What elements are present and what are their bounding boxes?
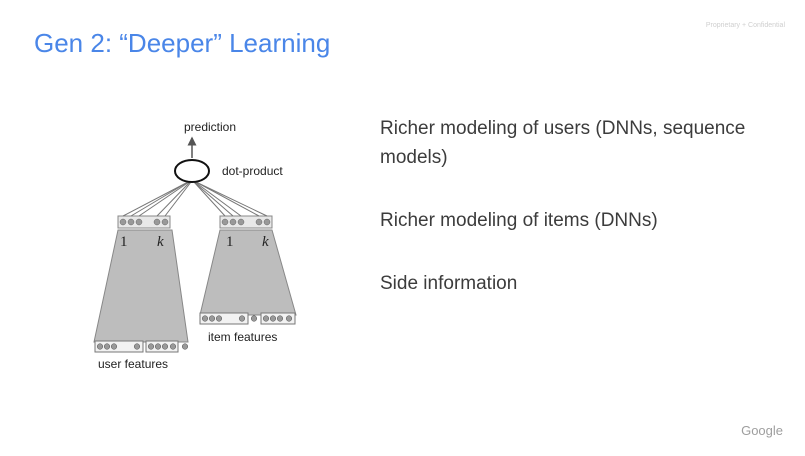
user-tower	[93, 229, 189, 343]
bullet-side-info: Side information	[380, 273, 518, 294]
user-emb-index-end: k	[157, 234, 164, 250]
user-features-label: user features	[98, 357, 168, 371]
slide-title: Gen 2: “Deeper” Learning	[34, 28, 331, 58]
bullet-items: Richer modeling of items (DNNs)	[380, 210, 658, 231]
user-input-features	[94, 340, 189, 353]
item-emb-index-end: k	[262, 234, 269, 250]
item-input-features	[199, 312, 296, 325]
prediction-label: prediction	[184, 120, 236, 134]
bullet-users: Richer modeling of users (DNNs, sequence…	[380, 118, 746, 168]
item-tower	[199, 229, 297, 316]
item-features-label: item features	[208, 330, 277, 344]
dot-product-label: dot-product	[222, 164, 283, 178]
user-emb-index-start: 1	[120, 234, 128, 250]
dot-product-node	[174, 159, 210, 183]
item-emb-index-start: 1	[226, 234, 234, 250]
bullet-list: Richer modeling of users (DNNs, sequence…	[380, 114, 780, 332]
google-logo: Google	[741, 423, 783, 438]
confidential-label: Proprietary + Confidential	[705, 22, 785, 29]
